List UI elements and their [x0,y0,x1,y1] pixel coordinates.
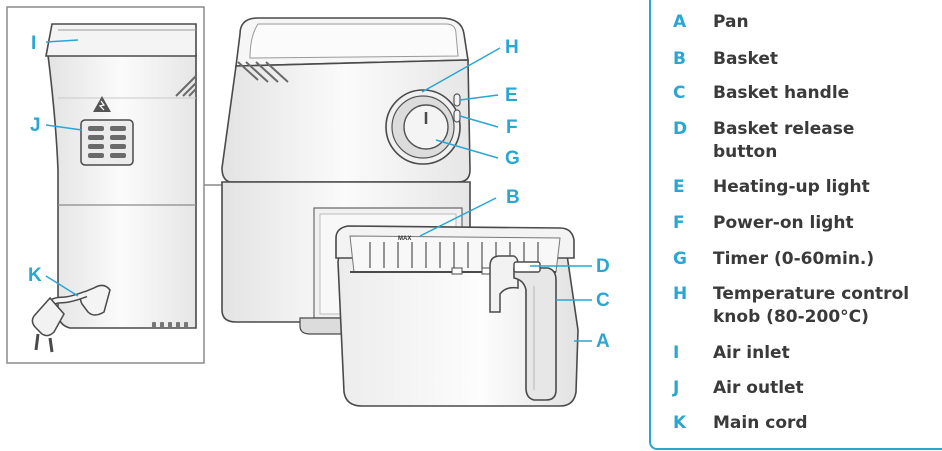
max-fill-mark: MAX [398,236,411,242]
temperature-control-knob [385,89,461,165]
callout-f: F [506,117,518,138]
legend-label: Heating-up light [713,177,870,197]
legend-item-d: D Basket release button [673,118,863,164]
legend-item-i: I Air inlet [673,342,933,365]
callout-c: C [596,290,610,311]
legend-label: Basket [713,49,779,69]
air-outlet-grill [80,119,134,166]
legend-letter: F [673,213,685,233]
legend-label: Air outlet [713,378,804,398]
legend-item-b: B Basket [673,48,933,71]
legend-item-f: F Power-on light [673,212,933,235]
legend-letter: H [673,284,688,304]
legend-letter: G [673,249,687,269]
legend-label: Basket release button [713,119,855,162]
main-cord [31,284,111,353]
legend-item-e: E Heating-up light [673,176,933,199]
callout-e: E [505,85,518,106]
legend-label: Basket handle [713,83,850,103]
legend-item-a: A Pan [673,11,933,34]
callout-a: A [596,331,610,352]
legend-letter: C [673,83,686,103]
basket-handle [489,255,557,401]
legend-label: Pan [713,12,749,32]
air-fryer-main: MAX [221,17,579,407]
callout-b: B [506,187,520,208]
callout-j: J [30,115,41,136]
callout-k: K [28,265,42,286]
hot-surface-icon [93,96,111,112]
rear-view-inset [6,6,226,364]
legend-label: Power-on light [713,213,854,233]
legend-item-h: H Temperature control knob (80-200°C) [673,283,928,329]
legend-letter: K [673,413,687,433]
legend-letter: E [673,177,685,197]
callout-d: D [596,256,610,277]
legend-label: Timer (0-60min.) [713,249,875,269]
callout-i: I [31,33,37,54]
legend-letter: J [673,378,680,398]
legend-item-k: K Main cord [673,412,933,435]
legend-label: Main cord [713,413,808,433]
legend-label: Temperature control knob (80-200°C) [713,284,910,327]
legend-letter: A [673,12,687,32]
legend-item-c: C Basket handle [673,82,933,105]
legend-letter: B [673,49,686,69]
callout-h: H [505,37,519,58]
callout-g: G [505,148,520,169]
leader-lines [45,39,592,342]
basket-release-button [513,261,541,273]
indicator-lights [453,93,461,123]
legend-letter: I [673,343,680,363]
parts-legend: A Pan B Basket C Basket handle D Basket … [649,0,942,450]
air-fryer-diagram: MAX [6,6,592,407]
legend-item-j: J Air outlet [673,377,933,400]
legend-label: Air inlet [713,343,790,363]
legend-item-g: G Timer (0-60min.) [673,248,933,271]
legend-letter: D [673,119,688,139]
